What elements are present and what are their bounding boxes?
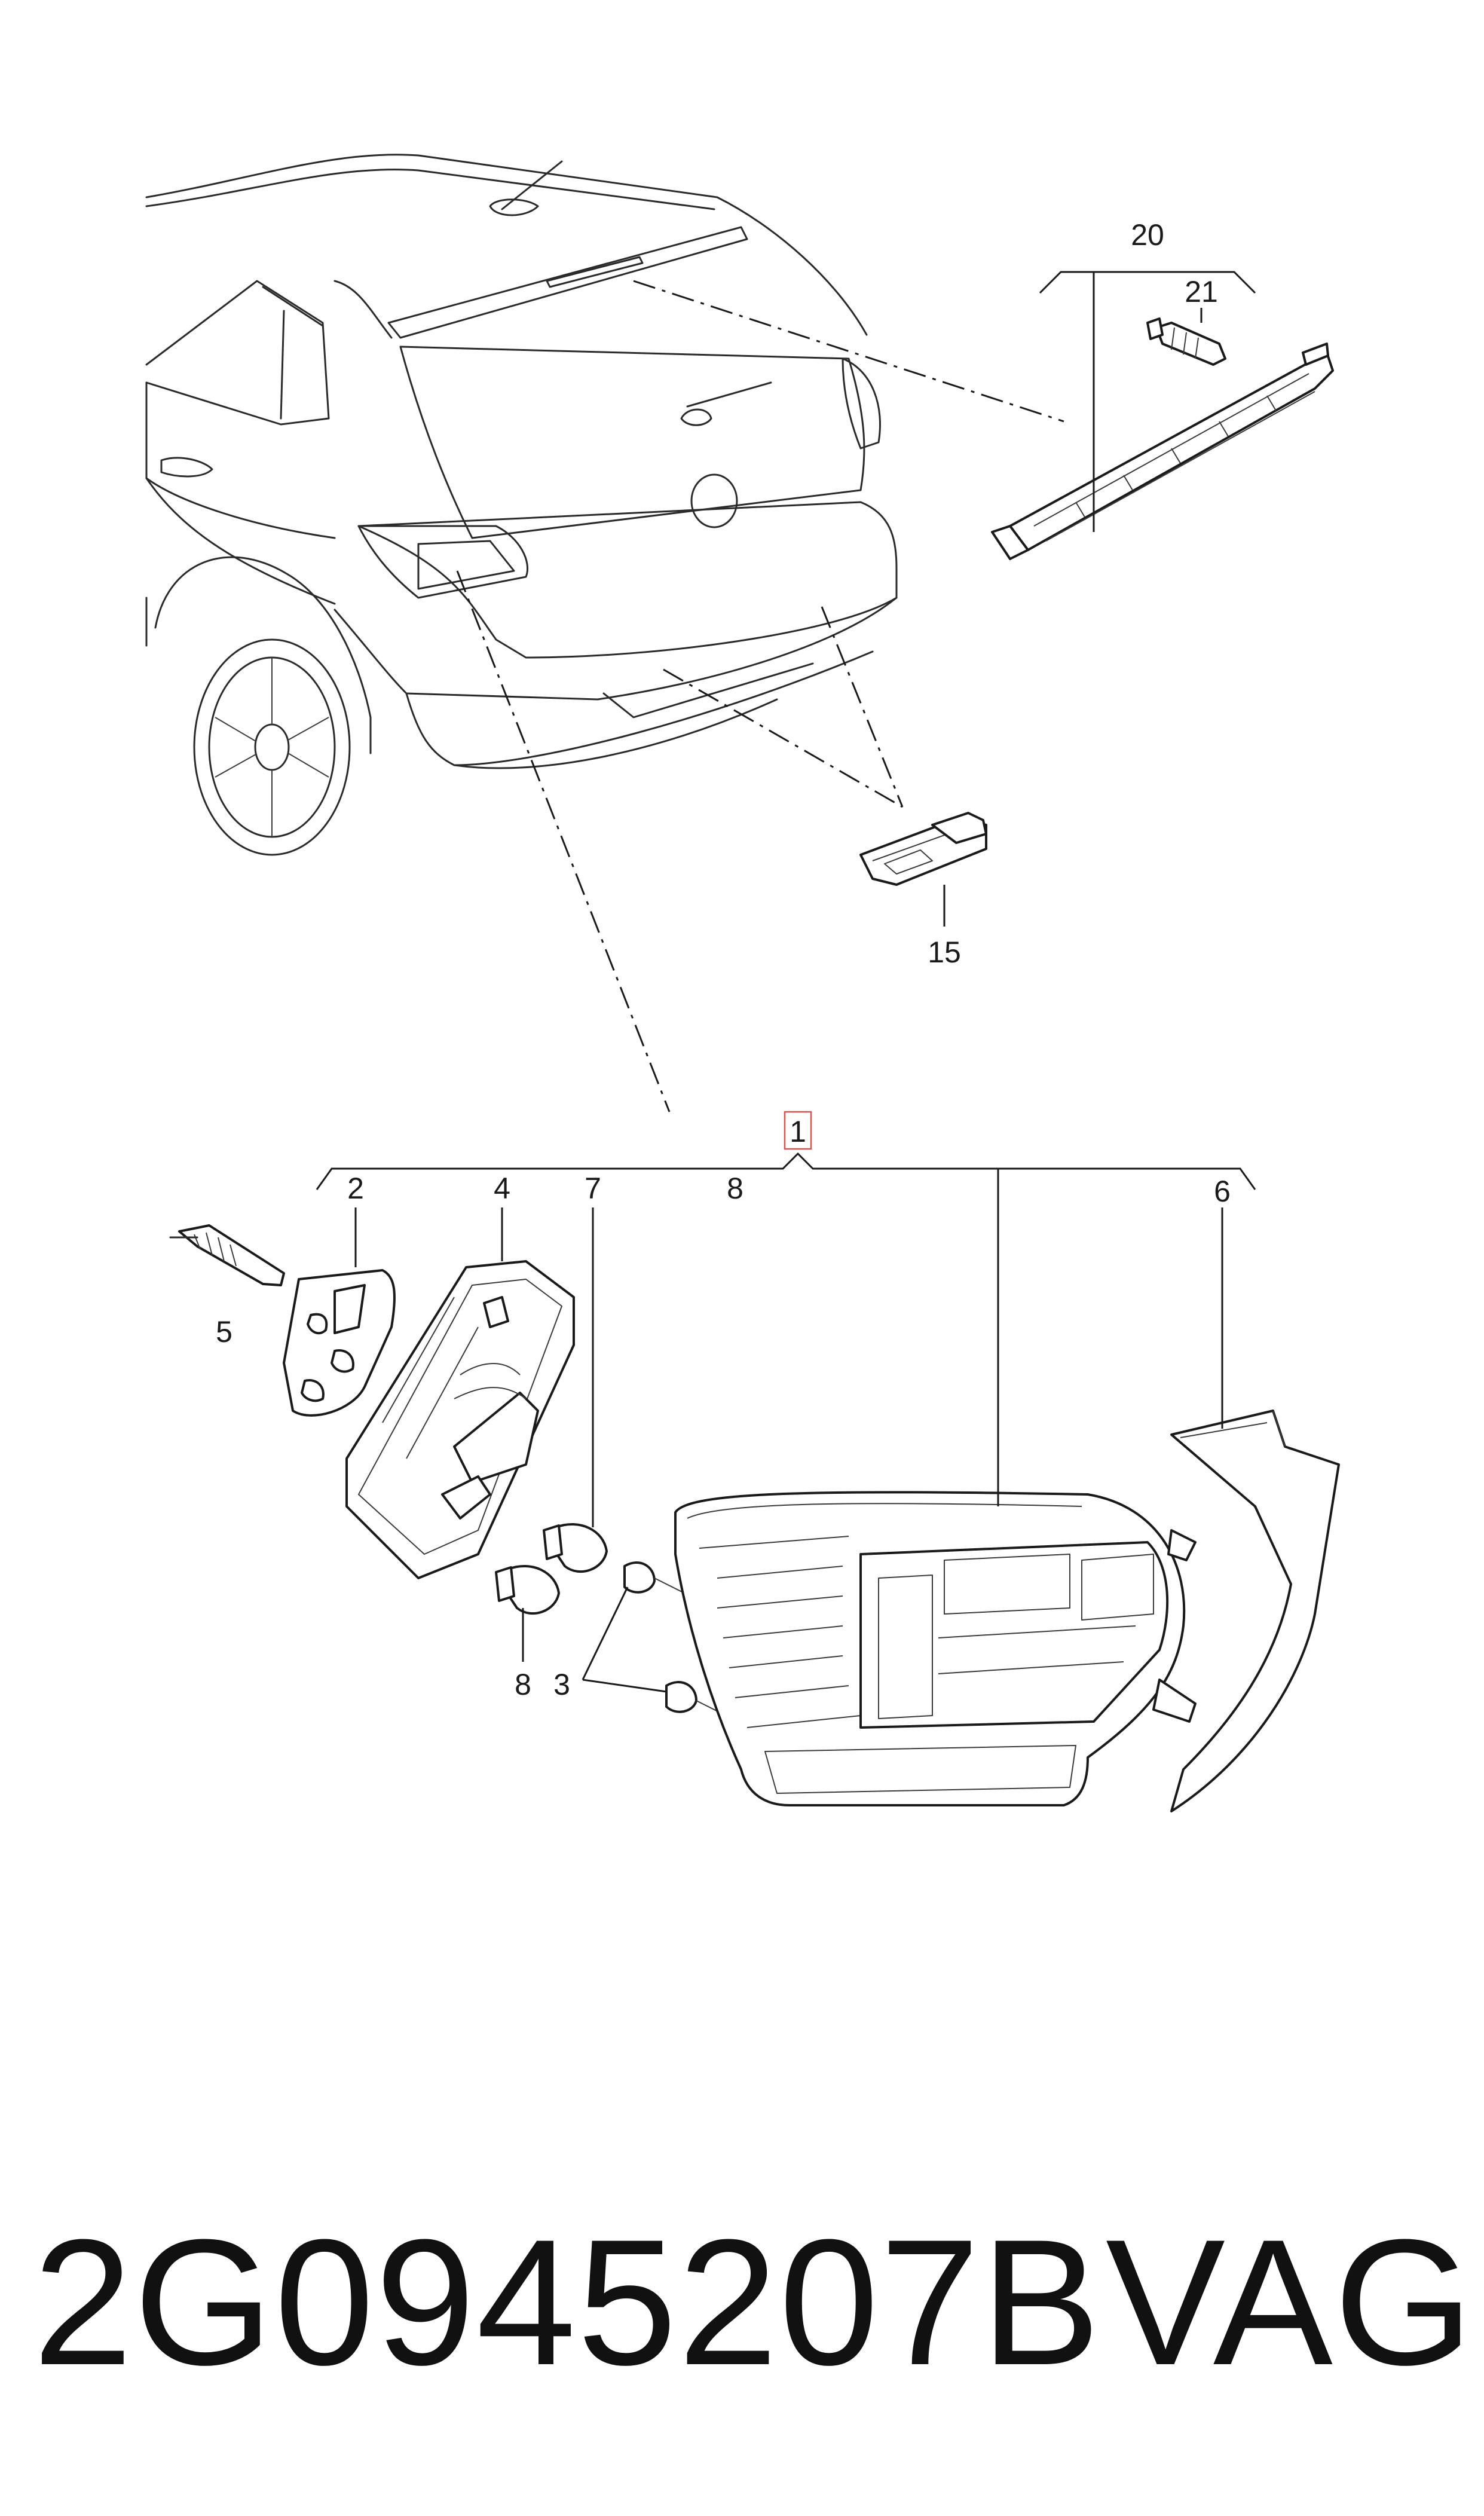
callout-7: 7: [585, 1172, 601, 1205]
trim-panel-6: [1170, 1410, 1340, 1812]
leader-lines: [316, 271, 1256, 1693]
callout-2: 2: [347, 1172, 364, 1205]
callout-1-highlight-box: [784, 1111, 812, 1150]
screw-5: [169, 1224, 285, 1286]
callout-20: 20: [1131, 218, 1164, 252]
callout-1: 1: [790, 1115, 806, 1148]
callout-labels: 20 21 15 1 2 4 7 8 6 5 8 3: [216, 218, 1231, 1701]
callout-3: 3: [553, 1668, 570, 1701]
callout-15: 15: [928, 936, 961, 969]
tail-lamp-housing: [674, 1491, 1197, 1806]
bulb-holder-4: [345, 1260, 575, 1579]
part-number-caption: 2G0945207B: [33, 2202, 1101, 2402]
callout-8-bottom: 8: [515, 1668, 531, 1701]
nut-clip-3: [623, 1561, 727, 1716]
vehicle-rear-illustration: [145, 154, 898, 856]
seal-gasket-2: [283, 1269, 396, 1417]
bulb-7: [543, 1523, 608, 1573]
brand-caption: VAG: [1106, 2202, 1474, 2402]
dash-dot-guides: [456, 280, 1064, 1112]
caption: 2G0945207B VAG: [33, 2202, 1474, 2402]
callout-4: 4: [494, 1172, 510, 1205]
callout-6: 6: [1214, 1175, 1231, 1208]
third-brake-light-assembly: [991, 343, 1334, 560]
license-plate-light-15: [859, 812, 987, 886]
bulb-8: [495, 1565, 560, 1615]
callout-5: 5: [216, 1315, 232, 1349]
brake-light-bulb-21: [1146, 317, 1226, 366]
callout-21: 21: [1185, 275, 1218, 308]
callout-8-top: 8: [727, 1172, 743, 1205]
